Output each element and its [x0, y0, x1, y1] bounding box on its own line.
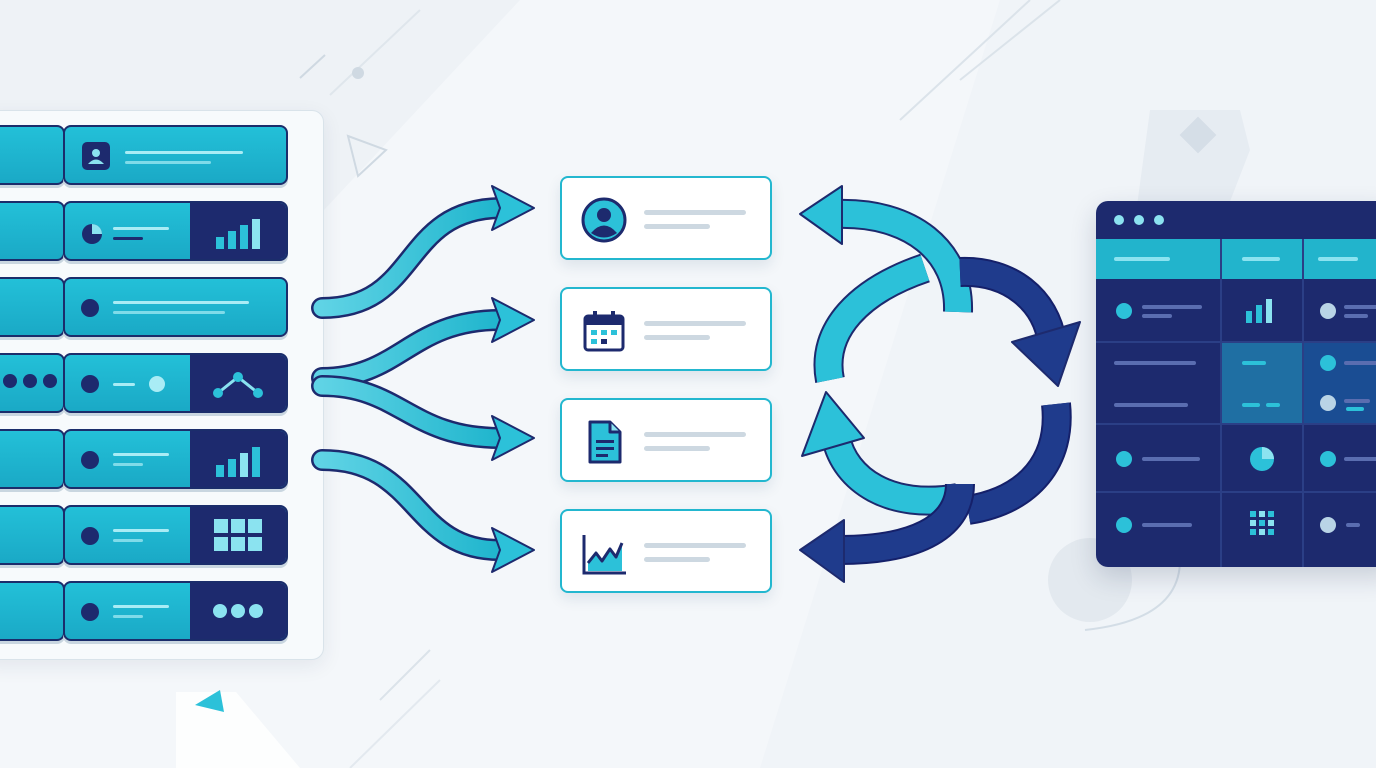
card-document	[560, 398, 772, 482]
arrowhead	[491, 185, 535, 231]
dot-icon	[81, 299, 99, 317]
list-row-card	[63, 277, 288, 337]
dark-block	[190, 355, 286, 411]
dot-icon	[81, 603, 99, 621]
window-dot-icon	[1114, 215, 1124, 225]
list-row-card	[63, 201, 288, 261]
network-icon	[213, 372, 263, 398]
list-row-card	[63, 125, 288, 185]
list-row-cell	[0, 429, 65, 489]
user-icon	[82, 142, 110, 170]
calendar-icon	[583, 311, 625, 352]
dot-icon	[81, 375, 99, 393]
dark-block	[190, 583, 286, 639]
bar-chart-icon	[1246, 299, 1272, 323]
card-profile	[560, 176, 772, 260]
list-row-card	[63, 505, 288, 565]
list-row	[0, 505, 323, 569]
window-dot-icon	[1154, 215, 1164, 225]
arrowhead	[491, 527, 535, 573]
dark-block	[190, 431, 286, 487]
arrowhead	[491, 297, 535, 343]
list-row	[0, 581, 323, 645]
dot-icon	[81, 527, 99, 545]
dot-icon	[81, 451, 99, 469]
window-titlebar	[1096, 201, 1376, 237]
card-analytics	[560, 509, 772, 593]
list-row	[0, 125, 323, 189]
list-row-card	[63, 353, 288, 413]
grid-icon	[1250, 511, 1274, 535]
list-row	[0, 353, 323, 417]
line-chart-icon	[582, 535, 626, 575]
bar-chart-icon	[216, 447, 260, 477]
window-dot-icon	[1134, 215, 1144, 225]
pie-icon	[82, 224, 102, 244]
arrowhead	[799, 519, 845, 583]
dots-icon	[213, 604, 263, 618]
bar-chart-icon	[216, 219, 260, 249]
list-row	[0, 429, 323, 493]
dark-block	[190, 203, 286, 259]
pie-icon	[1250, 447, 1274, 471]
dark-block	[190, 507, 286, 563]
list-row-cell	[0, 125, 65, 185]
arrowhead	[799, 185, 843, 245]
table-header	[1096, 239, 1376, 279]
list-row-cell	[0, 505, 65, 565]
user-avatar-icon	[581, 197, 627, 243]
grid-icon	[214, 519, 262, 551]
arrowhead	[801, 391, 865, 457]
list-row-card	[63, 581, 288, 641]
data-table-panel	[1096, 201, 1376, 567]
document-icon	[588, 420, 622, 464]
arrowhead	[1011, 321, 1081, 387]
list-row	[0, 201, 323, 265]
list-row	[0, 277, 323, 341]
arrowhead	[491, 415, 535, 461]
list-row-card	[63, 429, 288, 489]
left-list-panel	[0, 110, 324, 660]
card-calendar	[560, 287, 772, 371]
